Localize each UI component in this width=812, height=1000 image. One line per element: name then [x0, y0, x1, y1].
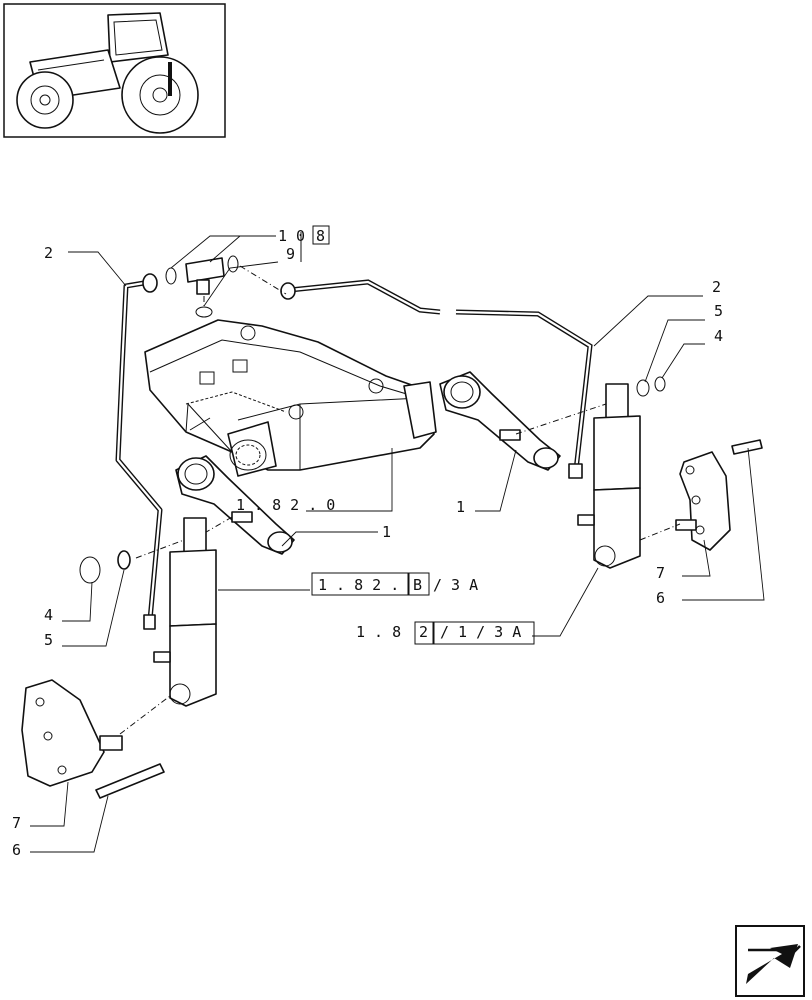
rear-axle-housing: [144, 319, 437, 477]
next-page-arrow-icon[interactable]: [735, 925, 805, 997]
callout-6-left: 6: [12, 841, 21, 859]
reference-b-frame: [311, 572, 409, 596]
reference-c-box2: [433, 621, 535, 645]
reference-b-letter: / 3 A: [433, 576, 478, 594]
callout-6-right: 6: [656, 589, 665, 607]
callout-5-left: 5: [44, 631, 53, 649]
reference-b-code: B: [413, 576, 422, 594]
callout-4-left: 4: [44, 606, 53, 624]
callout-labels: 2 1 0 8 9 2 5 4 1 1 7 6 4 5 7 6 1 . 8 2 …: [12, 225, 723, 859]
pin-left: [95, 763, 165, 799]
callout-7-right: 7: [656, 564, 665, 582]
lift-arm-right: [439, 371, 607, 471]
hydraulic-pipe-left: [115, 273, 163, 630]
callout-2-left: 2: [44, 244, 53, 262]
reference-c-box2-text: / 1 / 3 A: [440, 623, 521, 641]
callout-10: 1 0: [278, 227, 305, 245]
reference-b-prefix: 1 . 8 2 .: [318, 576, 399, 594]
lift-cylinder-left: [153, 517, 217, 707]
callout-9: 9: [286, 245, 295, 263]
lift-arm-left: [175, 455, 295, 555]
callout-1-right: 1: [456, 498, 465, 516]
reference-c-box1-text: 2: [419, 623, 428, 641]
callout-5-right: 5: [714, 302, 723, 320]
callout-1-center: 1: [382, 523, 391, 541]
callout-7-left: 7: [12, 814, 21, 832]
bracket-right: [639, 451, 731, 551]
hydraulic-pipe-right: [280, 279, 593, 479]
tractor-thumbnail: [3, 3, 226, 138]
circlip-washer-left: [79, 539, 185, 584]
lift-cylinder-right: [577, 383, 641, 569]
reference-b-box: [408, 572, 430, 596]
leader-lines: [30, 235, 765, 853]
callout-8: 8: [316, 227, 325, 245]
callout-2-right: 2: [712, 278, 721, 296]
reference-1-82-0: 1 . 8 2 . 0: [236, 496, 335, 514]
callout-4-right: 4: [714, 327, 723, 345]
pin-right: [731, 439, 763, 455]
circlip-washer-right: [636, 376, 666, 397]
callout-8-box: [312, 225, 330, 245]
reference-c-box1: [414, 621, 434, 645]
reference-c-prefix: 1 . 8: [356, 623, 401, 641]
tee-fitting: [165, 255, 287, 318]
bracket-left: [21, 679, 171, 787]
